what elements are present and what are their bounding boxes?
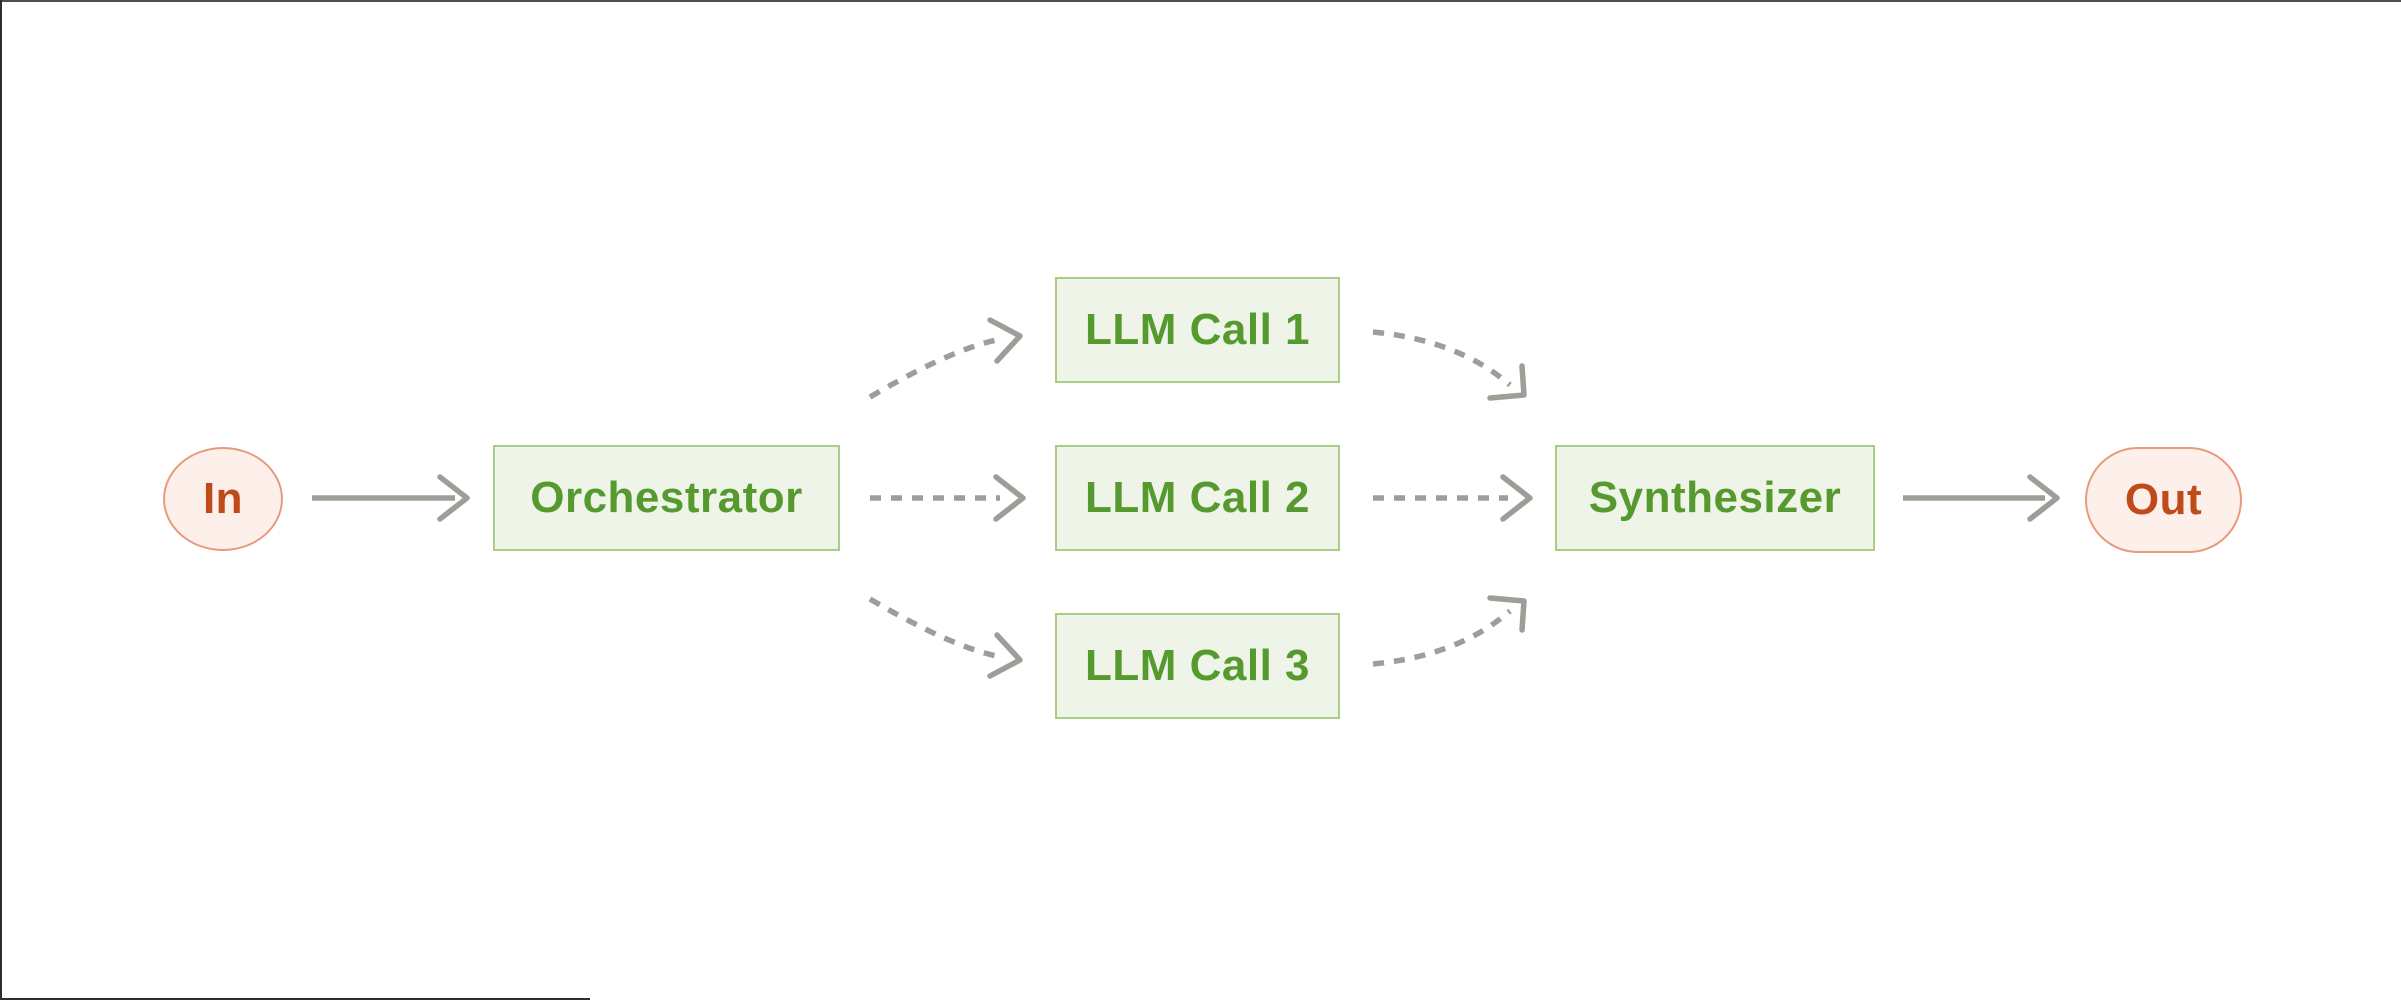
node-out: Out	[2085, 447, 2242, 553]
node-llm-call-1: LLM Call 1	[1055, 277, 1340, 383]
arrow-orchestrator-to-llm-call-3	[868, 596, 1023, 679]
node-orchestrator: Orchestrator	[493, 445, 840, 551]
node-llm-call-3-label: LLM Call 3	[1084, 641, 1311, 690]
node-in: In	[163, 447, 283, 551]
node-llm-call-2-label: LLM Call 2	[1084, 473, 1311, 522]
arrow-llm-call-2-to-synthesizer	[1373, 474, 1533, 522]
node-synthesizer-label: Synthesizer	[1588, 473, 1842, 522]
window-edge-bottom	[0, 998, 590, 1000]
node-orchestrator-label: Orchestrator	[530, 473, 803, 522]
arrow-in-to-orchestrator	[312, 474, 470, 522]
window-edge-top	[0, 0, 2401, 2]
arrow-synthesizer-to-out	[1903, 474, 2060, 522]
arrow-orchestrator-to-llm-call-2	[870, 474, 1026, 522]
arrow-llm-call-1-to-synthesizer	[1372, 329, 1527, 401]
window-edge-left	[0, 0, 2, 1000]
node-out-label: Out	[2124, 475, 2203, 524]
arrow-orchestrator-to-llm-call-1	[868, 317, 1023, 400]
node-in-label: In	[202, 474, 244, 523]
node-llm-call-2: LLM Call 2	[1055, 445, 1340, 551]
node-synthesizer: Synthesizer	[1555, 445, 1875, 551]
node-llm-call-1-label: LLM Call 1	[1084, 305, 1311, 354]
arrow-llm-call-3-to-synthesizer	[1372, 595, 1527, 667]
node-llm-call-3: LLM Call 3	[1055, 613, 1340, 719]
